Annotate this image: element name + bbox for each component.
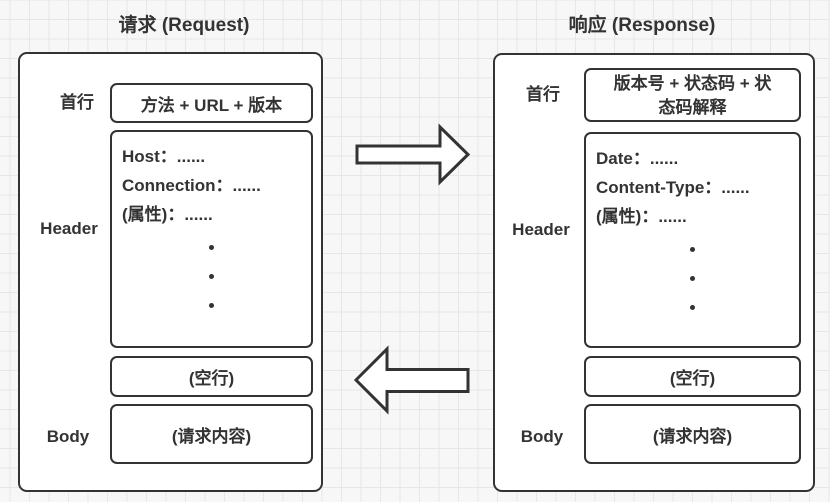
request-header-line-connection: Connection：......	[122, 176, 261, 195]
request-header-line-host: Host：......	[122, 147, 206, 166]
ellipsis-dot	[209, 274, 214, 279]
request-flow-right-arrow-icon	[355, 123, 471, 186]
response-header-label: Header	[512, 220, 570, 239]
request-first-line-label: 首行	[60, 93, 94, 112]
response-header-line-date: Date：......	[596, 149, 679, 168]
request-body-label: Body	[46, 427, 90, 446]
response-body-box: (请求内容)	[584, 404, 801, 464]
response-first-line-box-line1: 版本号 + 状态码 + 状	[613, 74, 772, 93]
ellipsis-dot	[690, 247, 695, 252]
response-first-line-box: 版本号 + 状态码 + 状 态码解释	[584, 68, 801, 122]
request-header-line-attribute: (属性)：......	[122, 205, 213, 224]
response-first-line-box-line2: 态码解释	[658, 98, 727, 117]
request-title: 请求 (Request)	[118, 15, 250, 36]
response-vertical-ellipsis	[586, 247, 799, 310]
ellipsis-dot	[690, 305, 695, 310]
request-header-label: Header	[40, 219, 98, 238]
response-header-line-attribute: (属性)：......	[596, 207, 687, 226]
request-blank-line-box: (空行)	[110, 356, 313, 397]
response-body-label: Body	[520, 427, 564, 446]
response-header-box: Date：...... Content-Type：...... (属性)：...…	[584, 132, 801, 348]
request-header-box: Host：...... Connection：...... (属性)：.....…	[110, 130, 313, 348]
response-header-line-content-type: Content-Type：......	[596, 178, 750, 197]
response-flow-left-arrow-icon	[353, 345, 470, 415]
request-vertical-ellipsis	[112, 245, 311, 308]
ellipsis-dot	[209, 303, 214, 308]
ellipsis-dot	[690, 276, 695, 281]
response-title: 响应 (Response)	[568, 15, 716, 36]
ellipsis-dot	[209, 245, 214, 250]
request-first-line-box: 方法 + URL + 版本	[110, 83, 313, 123]
request-body-box: (请求内容)	[110, 404, 313, 464]
response-blank-line-box: (空行)	[584, 356, 801, 397]
response-first-line-label: 首行	[526, 85, 560, 104]
